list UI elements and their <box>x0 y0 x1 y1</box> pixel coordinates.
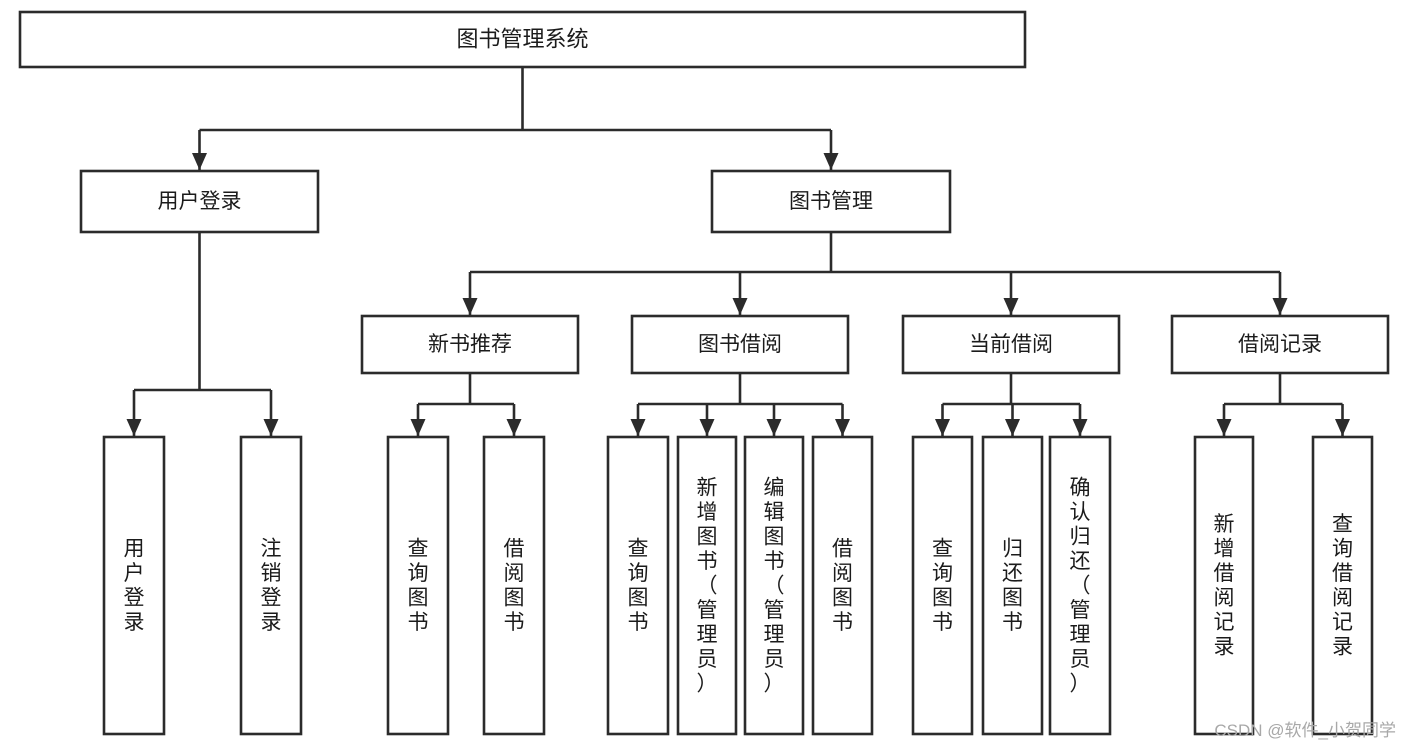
arrow-head <box>1072 419 1088 436</box>
arrow-head <box>126 419 142 436</box>
node-label: 归还图书 <box>1002 538 1023 635</box>
leaf-node-2[interactable]: 注销登录 <box>239 435 303 736</box>
node-label: 当前借阅 <box>969 333 1053 356</box>
node-label: 借阅记录 <box>1238 333 1322 356</box>
arrow-head <box>1005 419 1020 436</box>
leaf-node-3[interactable]: 查询图书 <box>386 435 450 736</box>
arrow-head <box>1335 419 1350 436</box>
node-layer: 图书管理系统用户登录图书管理新书推荐图书借阅当前借阅借阅记录用户登录注销登录查询… <box>18 10 1390 736</box>
node-label: 图书借阅 <box>698 333 782 356</box>
leaf-node-1[interactable]: 用户登录 <box>102 435 166 736</box>
level2-node-2[interactable]: 图书管理 <box>710 169 952 234</box>
node-label: 编辑图书（管理员） <box>764 476 785 695</box>
arrow-head <box>699 419 715 436</box>
arrow-head <box>1003 298 1019 315</box>
node-label: 借阅图书 <box>504 538 525 635</box>
root-node[interactable]: 图书管理系统 <box>18 10 1027 69</box>
leaf-node-12[interactable]: 新增借阅记录 <box>1193 435 1255 736</box>
node-label: 查询借阅记录 <box>1332 513 1353 659</box>
leaf-node-10[interactable]: 归还图书 <box>981 435 1044 736</box>
arrow-head <box>630 419 646 436</box>
arrow-head <box>835 419 850 436</box>
arrow-head <box>506 419 522 436</box>
node-label: 查询图书 <box>628 538 649 635</box>
node-label: 用户登录 <box>158 190 242 213</box>
arrow-head <box>192 153 207 170</box>
arrow-head <box>263 419 279 436</box>
leaf-node-8[interactable]: 借阅图书 <box>811 435 874 736</box>
node-label: 查询图书 <box>932 538 953 635</box>
node-label: 图书管理 <box>789 190 873 213</box>
level3-node-1[interactable]: 新书推荐 <box>360 314 580 375</box>
level2-node-1[interactable]: 用户登录 <box>79 169 320 234</box>
leaf-node-13[interactable]: 查询借阅记录 <box>1311 435 1374 736</box>
node-label: 查询图书 <box>408 538 429 635</box>
arrow-head <box>732 298 748 315</box>
node-label: 借阅图书 <box>832 538 853 635</box>
arrow-head <box>1272 298 1288 315</box>
arrow-head <box>410 419 426 436</box>
level3-node-3[interactable]: 当前借阅 <box>901 314 1121 375</box>
node-label: 确认归还（管理员） <box>1070 476 1091 695</box>
leaf-node-6[interactable]: 新增图书（管理员） <box>676 435 738 736</box>
level3-node-4[interactable]: 借阅记录 <box>1170 314 1390 375</box>
node-label: 新书推荐 <box>428 333 512 356</box>
arrow-head <box>935 419 950 436</box>
node-label: 图书管理系统 <box>456 26 588 51</box>
leaf-node-5[interactable]: 查询图书 <box>606 435 670 736</box>
leaf-node-9[interactable]: 查询图书 <box>911 435 974 736</box>
node-label: 新增图书（管理员） <box>697 476 718 695</box>
node-label: 用户登录 <box>124 538 145 635</box>
arrow-head <box>823 153 839 170</box>
level3-node-2[interactable]: 图书借阅 <box>630 314 850 375</box>
node-label: 新增借阅记录 <box>1214 513 1235 659</box>
arrow-head <box>766 419 782 436</box>
leaf-node-4[interactable]: 借阅图书 <box>482 435 546 736</box>
leaf-node-11[interactable]: 确认归还（管理员） <box>1048 435 1112 736</box>
leaf-node-7[interactable]: 编辑图书（管理员） <box>743 435 805 736</box>
connector-layer <box>126 67 1350 436</box>
arrow-head <box>462 298 478 315</box>
node-label: 注销登录 <box>261 538 282 635</box>
watermark-text: CSDN @软件_小贺同学 <box>1214 721 1396 740</box>
arrow-head <box>1216 419 1232 436</box>
